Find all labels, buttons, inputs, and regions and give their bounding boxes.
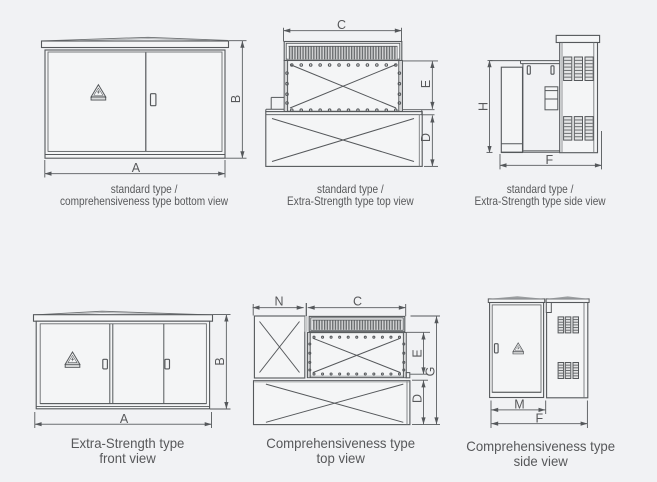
svg-text:B: B (213, 357, 227, 365)
svg-text:H: H (477, 102, 491, 111)
svg-text:E: E (410, 349, 424, 357)
svg-text:E: E (419, 80, 433, 88)
svg-text:F: F (535, 412, 543, 426)
svg-text:F: F (545, 153, 553, 167)
svg-text:G: G (423, 367, 437, 377)
svg-text:A: A (132, 161, 141, 175)
svg-text:C: C (353, 294, 362, 308)
svg-text:N: N (274, 294, 283, 308)
svg-text:D: D (410, 394, 424, 403)
svg-text:B: B (229, 95, 243, 103)
svg-text:A: A (120, 412, 129, 426)
svg-text:D: D (419, 133, 433, 142)
svg-text:M: M (514, 398, 524, 412)
svg-text:C: C (337, 18, 346, 32)
